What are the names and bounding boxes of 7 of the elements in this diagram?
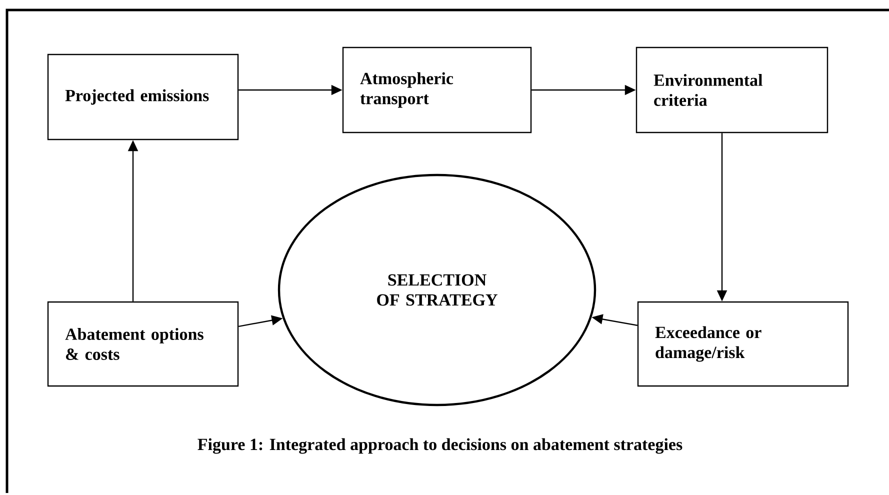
- ellipse-node: SELECTION OF STRATEGY: [278, 174, 596, 406]
- process-box: Atmospheric transport: [342, 46, 532, 134]
- caption: Figure 1: Integrated approach to decisions on abatement strategies: [198, 438, 682, 454]
- process-box: Environmental criteria: [636, 46, 828, 134]
- process-box: Projected emissions: [47, 54, 239, 140]
- process-box: Exceedance or damage/risk: [637, 301, 849, 387]
- process-box: Abatement options & costs: [47, 301, 239, 387]
